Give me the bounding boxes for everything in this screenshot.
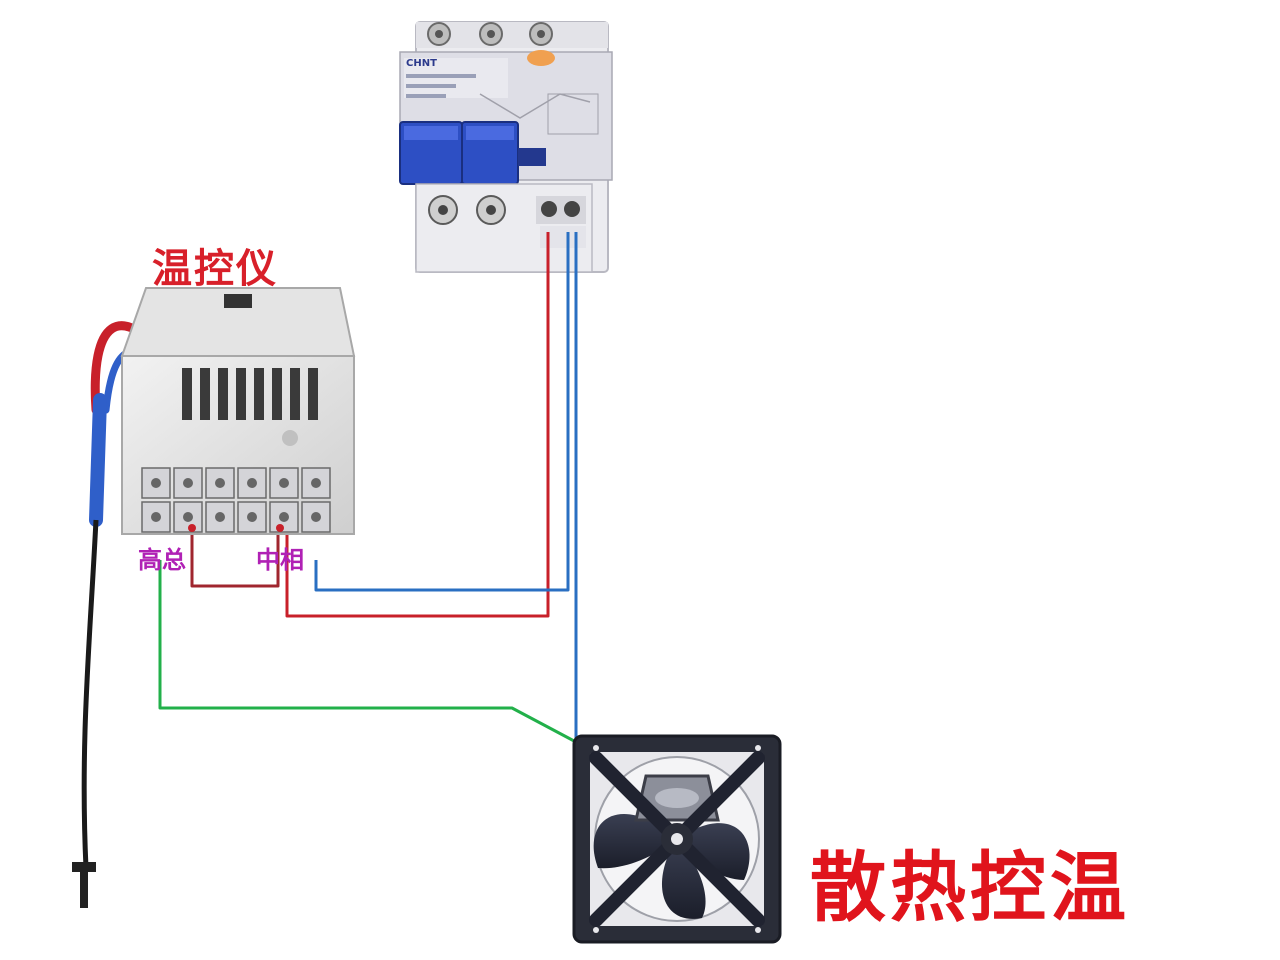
breaker-brand: CHNT [406,58,437,69]
wiring [158,232,578,744]
neutral-wire [314,232,570,592]
live-wire [285,232,550,618]
controller-label: 温控仪 [152,246,278,292]
exhaust-fan-icon [572,734,782,944]
circuit-breaker-icon: CHNT [399,21,613,273]
jumper-wire [190,528,280,588]
terminal-label-right: 中相 [256,546,304,574]
fan-output-wire [158,560,577,744]
terminal-label-left: 高总 [138,546,186,574]
temperature-controller-icon [120,287,356,535]
caption-title: 散热控温 [810,843,1130,932]
